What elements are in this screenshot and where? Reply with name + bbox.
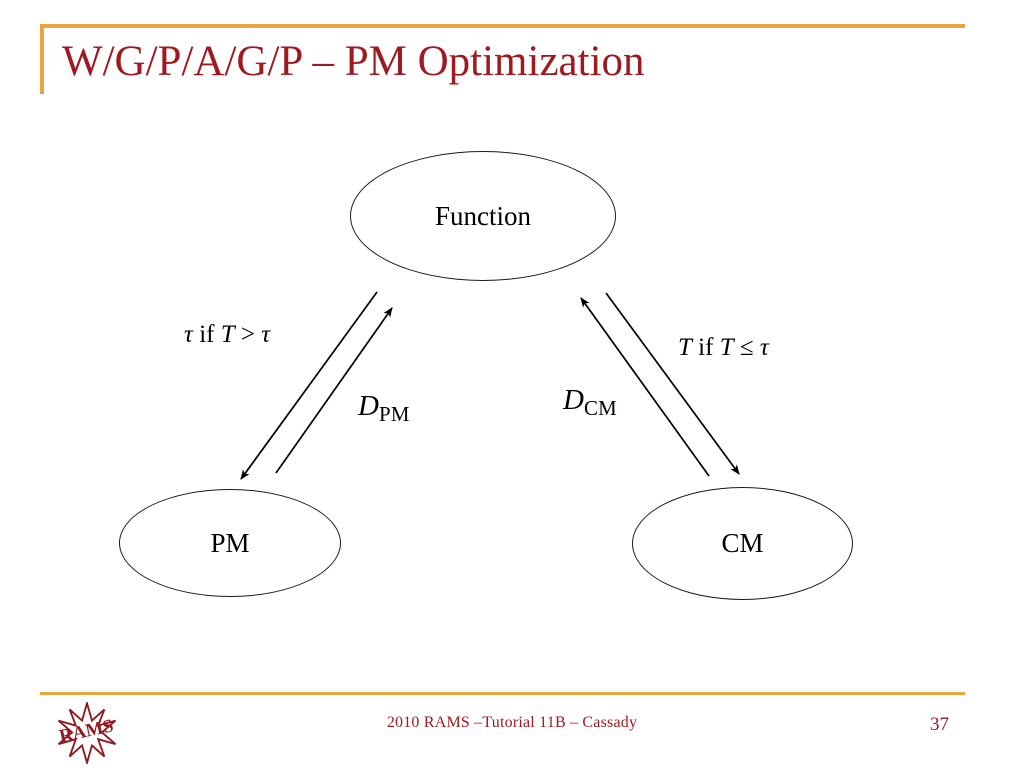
d-symbol-cm: D	[563, 384, 584, 416]
node-cm[interactable]: CM	[632, 487, 853, 600]
node-pm[interactable]: PM	[119, 489, 341, 597]
node-cm-label: CM	[721, 528, 764, 558]
edge-pm-to-function	[275, 307, 393, 474]
node-function[interactable]: Function	[350, 151, 616, 281]
operator-greater-than: >	[240, 321, 255, 348]
d-subscript-cm: CM	[583, 395, 618, 420]
tau-symbol-left-2: τ	[261, 321, 271, 348]
footer-text: 2010 RAMS –Tutorial 11B – Cassady	[386, 714, 638, 731]
rams-starburst-logo-icon: RAMS	[57, 702, 117, 764]
d-symbol-pm: D	[358, 390, 379, 422]
title-accent-rule-left	[40, 24, 44, 94]
operator-less-equal: ≤	[739, 334, 754, 361]
diagram-arrows-layer	[240, 291, 740, 480]
edge-label-left-condition: τ if T > τ	[184, 322, 270, 347]
t-symbol-left: T	[220, 321, 235, 348]
edge-label-d-cm: DCM	[563, 386, 617, 419]
page-number: 37	[930, 714, 949, 735]
if-keyword-left: if	[199, 321, 215, 348]
if-keyword-right: if	[698, 334, 714, 361]
tau-symbol-right: τ	[759, 334, 769, 361]
footer-accent-rule	[40, 692, 965, 695]
t-symbol-right-2: T	[719, 334, 734, 361]
t-symbol-right-1: T	[678, 334, 692, 361]
edge-function-to-pm	[240, 291, 378, 480]
title-accent-rule-top	[40, 24, 965, 28]
node-pm-label: PM	[210, 527, 250, 558]
edge-cm-to-function	[580, 297, 710, 477]
edge-label-d-pm: DPM	[358, 392, 410, 425]
d-subscript-pm: PM	[378, 401, 410, 426]
tau-symbol-left-1: τ	[184, 321, 193, 348]
edge-function-to-cm	[605, 292, 740, 475]
page-title: W/G/P/A/G/P – PM Optimization	[62, 38, 645, 85]
edge-label-right-condition: T if T ≤ τ	[678, 335, 769, 360]
node-function-label: Function	[434, 200, 531, 231]
pm-optimization-diagram: Function PM CM τ if T > τ T if T ≤ τ DPM…	[119, 151, 853, 600]
